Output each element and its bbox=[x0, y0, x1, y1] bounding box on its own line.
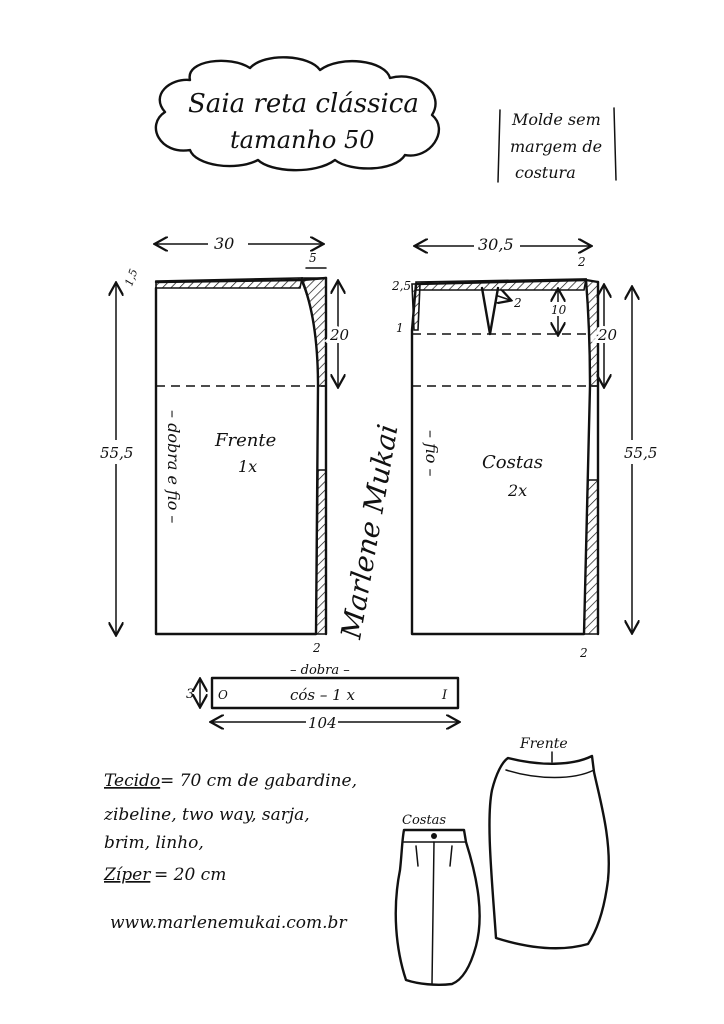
waistband-label: cós – 1 x bbox=[290, 686, 355, 704]
front-length-label: 55,5 bbox=[100, 444, 133, 462]
fabric-line-2: zibeline, two way, sarja, bbox=[103, 805, 310, 825]
materials-notes: Tecido = 70 cm de gabardine, zibeline, t… bbox=[103, 771, 357, 933]
back-piece-count: 2x bbox=[507, 481, 527, 500]
website-text: www.marlenemukai.com.br bbox=[110, 913, 347, 933]
front-dart-width-label: 5 bbox=[309, 251, 317, 265]
back-pattern-piece: 30,5 2,5 2 2 10 1 20 20 bbox=[391, 234, 658, 660]
back-center-offset-label: 1 bbox=[396, 321, 404, 335]
waistband-height-label: 3 bbox=[186, 687, 194, 702]
waistband-outline bbox=[210, 676, 460, 710]
note-line-2: margem de bbox=[510, 137, 602, 156]
note-line-3: costura bbox=[515, 163, 576, 182]
back-grain-note: – fio – bbox=[422, 430, 441, 476]
seam-allowance-note: Molde sem margem de costura bbox=[497, 107, 617, 183]
title-cloud-outline bbox=[154, 56, 441, 172]
back-width-label: 30,5 bbox=[478, 235, 514, 254]
back-hip-depth-label-ink: 20 bbox=[597, 326, 618, 344]
fabric-label: Tecido bbox=[104, 771, 160, 791]
waistband-start-mark: O bbox=[218, 688, 228, 702]
front-hip-depth-label-ink: 20 bbox=[329, 326, 350, 344]
back-dart-length-label: 10 bbox=[551, 303, 567, 317]
waistband-end-mark: I bbox=[441, 688, 448, 703]
front-skirt-drawing bbox=[488, 754, 610, 950]
title-line-1: Saia reta clássica bbox=[188, 89, 419, 119]
signature-text: Marlene Mukai bbox=[334, 422, 404, 643]
back-hem-offset-label: 2 bbox=[579, 646, 588, 660]
back-dart bbox=[480, 286, 500, 336]
back-dart-width-label: 2 bbox=[513, 296, 522, 310]
waistband-fold-label: – dobra – bbox=[290, 663, 350, 678]
waistband-piece: – dobra – O I cós – 1 x 3 104 bbox=[186, 663, 458, 732]
title-line-2: tamanho 50 bbox=[230, 126, 375, 154]
zipper-text: = 20 cm bbox=[154, 865, 226, 885]
waistband-length-label: 104 bbox=[308, 714, 337, 732]
front-skirt-illustration: Frente bbox=[488, 736, 610, 950]
fabric-text: = 70 cm de gabardine, bbox=[160, 771, 357, 791]
title-cloud: Saia reta clássica tamanho 50 bbox=[154, 56, 441, 172]
front-hem-offset-label: 2 bbox=[312, 641, 321, 655]
designer-signature: Marlene Mukai bbox=[334, 422, 404, 643]
zipper-label: Zíper bbox=[103, 865, 151, 885]
back-length-label: 55,5 bbox=[624, 444, 657, 462]
back-side-offset-label: 2 bbox=[577, 255, 586, 269]
front-waist-rise-label: 1,5 bbox=[122, 267, 140, 288]
fabric-line-3: brim, linho, bbox=[104, 833, 204, 853]
back-center-rise-label: 2,5 bbox=[391, 279, 411, 293]
front-hip-depth-label: 20 bbox=[329, 326, 350, 344]
front-piece-outline bbox=[154, 278, 320, 636]
back-skirt-drawing bbox=[394, 828, 481, 986]
front-width-label: 30 bbox=[214, 234, 234, 253]
illustration-back-label: Costas bbox=[402, 813, 446, 828]
note-line-1: Molde sem bbox=[511, 110, 601, 129]
front-pattern-piece: 30 1,5 5 20 20 55,5 2 – dobra e fio – Fr… bbox=[100, 232, 353, 655]
back-piece-label: Costas bbox=[482, 452, 543, 473]
front-piece-label: Frente bbox=[214, 430, 276, 451]
front-fold-note: – dobra e fio – bbox=[164, 410, 183, 523]
back-piece-outline bbox=[410, 278, 592, 636]
illustration-front-label: Frente bbox=[519, 736, 568, 752]
front-piece-count: 1x bbox=[238, 457, 257, 476]
back-hip-depth-label: 20 bbox=[597, 326, 618, 344]
back-skirt-illustration: Costas bbox=[394, 813, 481, 986]
